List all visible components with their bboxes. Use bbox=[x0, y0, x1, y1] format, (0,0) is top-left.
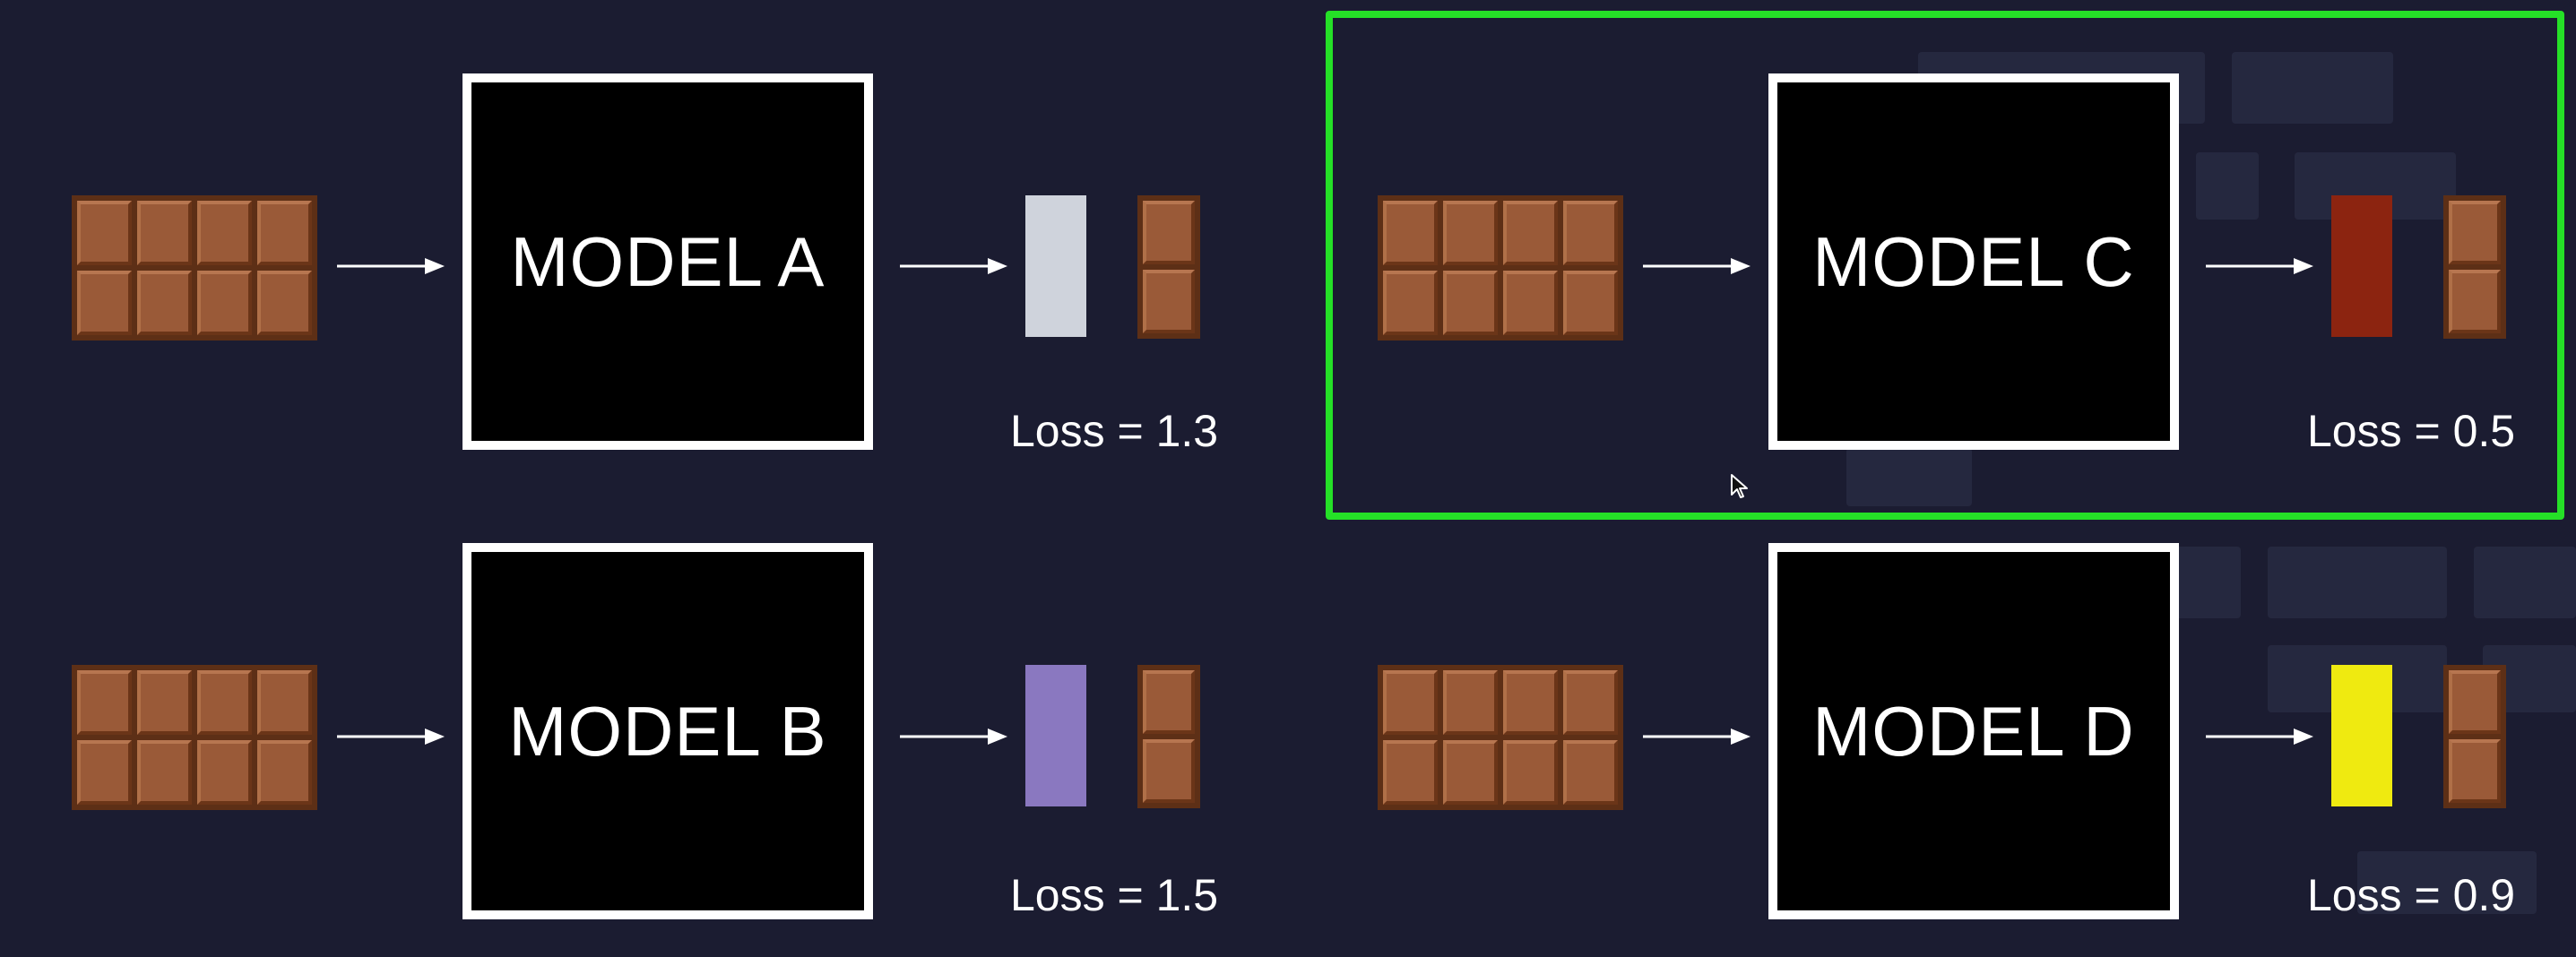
arrow-right-icon bbox=[2206, 258, 2313, 274]
arrow-right-icon bbox=[2206, 729, 2313, 745]
model-d-box: MODEL D bbox=[1768, 543, 2179, 919]
prediction-swatch bbox=[1025, 665, 1086, 806]
model-a-box: MODEL A bbox=[462, 73, 873, 450]
chocolate-piece-icon bbox=[1137, 195, 1200, 339]
background-block bbox=[2232, 52, 2393, 124]
background-block bbox=[1846, 448, 1972, 506]
model-b-box: MODEL B bbox=[462, 543, 873, 919]
loss-label: Loss = 1.3 bbox=[1010, 406, 1219, 456]
prediction-swatch bbox=[2331, 665, 2392, 806]
chocolate-bar-icon bbox=[1378, 195, 1623, 341]
chocolate-piece-icon bbox=[2443, 665, 2506, 808]
loss-label: Loss = 1.5 bbox=[1010, 870, 1219, 920]
model-label: MODEL A bbox=[510, 221, 826, 301]
loss-label: Loss = 0.9 bbox=[2307, 870, 2516, 920]
arrow-right-icon bbox=[1643, 258, 1750, 274]
loss-label: Loss = 0.5 bbox=[2307, 406, 2516, 456]
prediction-swatch bbox=[1025, 195, 1086, 337]
chocolate-bar-icon bbox=[72, 195, 317, 341]
arrow-right-icon bbox=[900, 258, 1007, 274]
model-c-box: MODEL C bbox=[1768, 73, 2179, 450]
background-block bbox=[2474, 547, 2576, 618]
background-block bbox=[2196, 152, 2259, 220]
model-label: MODEL D bbox=[1812, 691, 2135, 771]
chocolate-piece-icon bbox=[1137, 665, 1200, 808]
chocolate-piece-icon bbox=[2443, 195, 2506, 339]
background-block bbox=[2268, 547, 2447, 618]
arrow-right-icon bbox=[337, 729, 445, 745]
background-block bbox=[2357, 851, 2537, 914]
selected-model-highlight bbox=[1326, 11, 2564, 520]
arrow-right-icon bbox=[337, 258, 445, 274]
model-label: MODEL B bbox=[508, 691, 827, 771]
chocolate-bar-icon bbox=[72, 665, 317, 810]
arrow-right-icon bbox=[900, 729, 1007, 745]
arrow-right-icon bbox=[1643, 729, 1750, 745]
chocolate-bar-icon bbox=[1378, 665, 1623, 810]
model-label: MODEL C bbox=[1812, 221, 2135, 301]
prediction-swatch bbox=[2331, 195, 2392, 337]
mouse-cursor-icon bbox=[1731, 474, 1748, 498]
